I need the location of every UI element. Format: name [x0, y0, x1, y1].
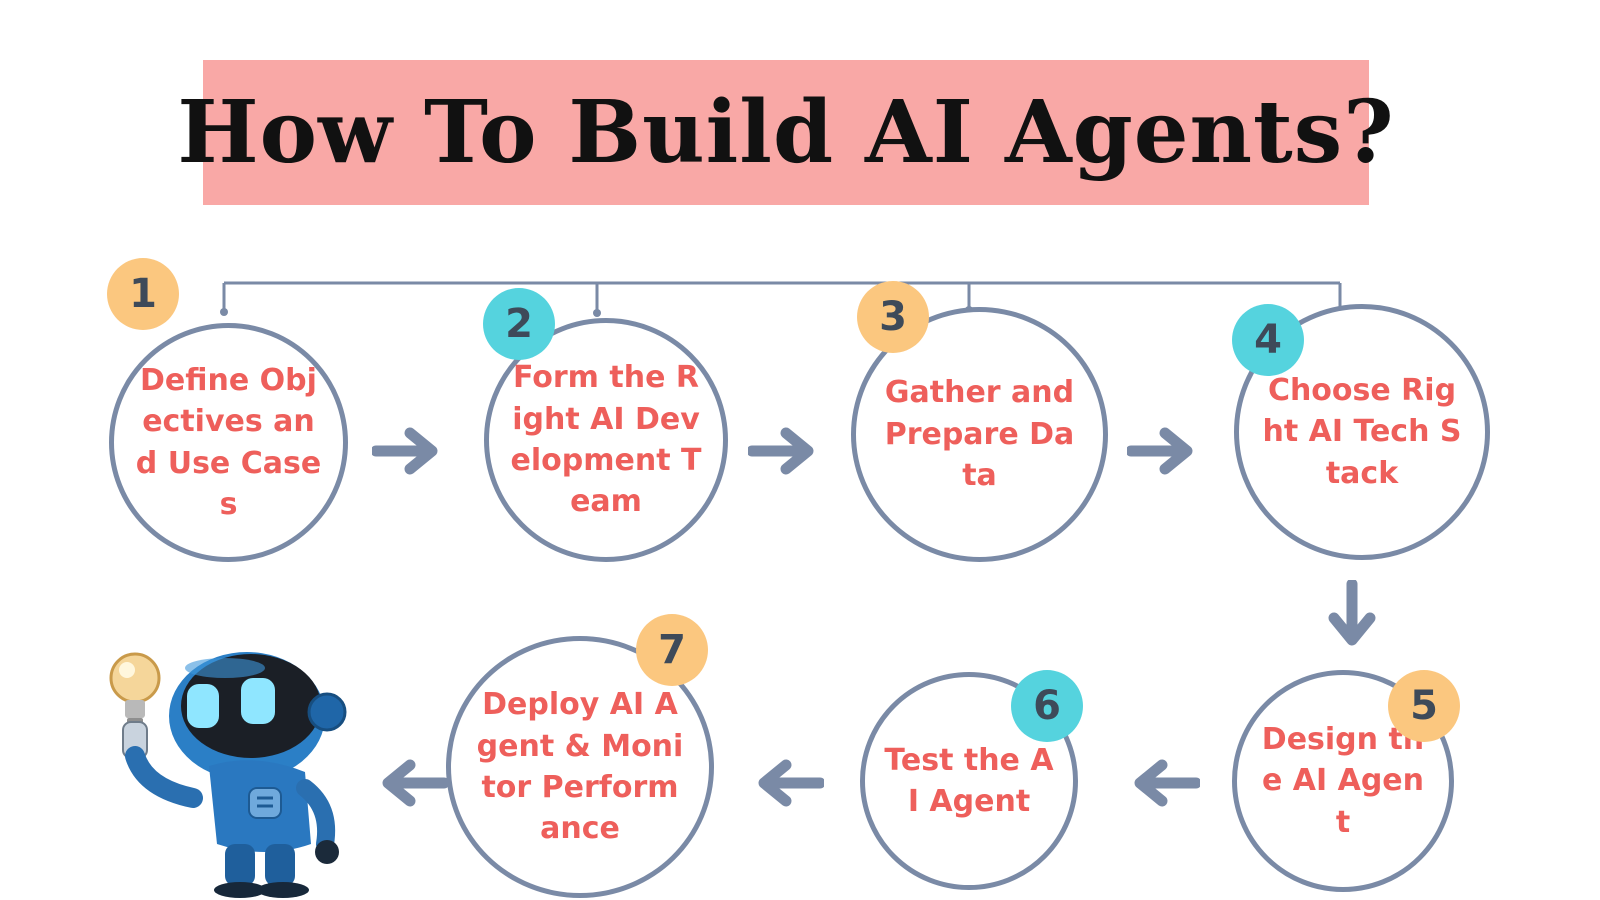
- step-5-number: 5: [1410, 683, 1438, 729]
- step-3-number: 3: [879, 294, 907, 340]
- step-6-label: Test the AI Agent: [884, 742, 1054, 819]
- step-1-number: 1: [129, 271, 157, 317]
- page-title: How To Build AI Agents?: [177, 82, 1395, 183]
- step-3-circle: Gather and Prepare Data: [851, 307, 1108, 562]
- step-7-number: 7: [658, 627, 686, 673]
- arrow-left-icon: [382, 759, 448, 807]
- step-7-circle: Deploy AI Agent & Monitor Performance: [446, 636, 714, 898]
- arrow-left-icon: [1134, 759, 1200, 807]
- step-4-badge: 4: [1232, 304, 1304, 376]
- step-7-label: Deploy AI Agent & Monitor Performance: [476, 687, 684, 847]
- step-2-badge: 2: [483, 288, 555, 360]
- step-5-circle: Design the AI Agent: [1232, 670, 1454, 892]
- step-4-label: Choose Right AI Tech Stack: [1262, 372, 1462, 491]
- step-5-badge: 5: [1388, 670, 1460, 742]
- arrow-left-icon: [758, 759, 824, 807]
- step-1-label: Define Objectives and Use Cases: [135, 362, 322, 522]
- arrow-right-icon: [1127, 427, 1193, 475]
- robot-illustration: [109, 652, 347, 898]
- step-2-circle: Form the Right AI Development Team: [484, 318, 728, 562]
- step-6-number: 6: [1033, 683, 1061, 729]
- step-3-badge: 3: [857, 281, 929, 353]
- step-5-label: Design the AI Agent: [1261, 721, 1425, 840]
- step-2-label: Form the Right AI Development Team: [510, 360, 702, 520]
- step-2-number: 2: [505, 301, 533, 347]
- arrow-down-icon: [1328, 580, 1376, 646]
- step-3-label: Gather and Prepare Data: [884, 375, 1075, 494]
- title-banner: How To Build AI Agents?: [177, 60, 1394, 205]
- step-1-badge: 1: [107, 258, 179, 330]
- step-7-badge: 7: [636, 614, 708, 686]
- step-4-number: 4: [1254, 317, 1282, 363]
- step-1-circle: Define Objectives and Use Cases: [109, 323, 348, 562]
- arrow-right-icon: [372, 427, 438, 475]
- step-6-badge: 6: [1011, 670, 1083, 742]
- arrow-right-icon: [748, 427, 814, 475]
- light-bulb-icon: [109, 652, 161, 724]
